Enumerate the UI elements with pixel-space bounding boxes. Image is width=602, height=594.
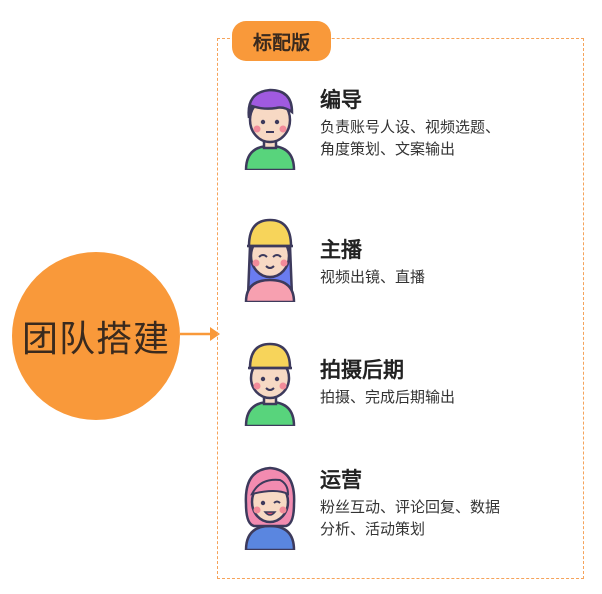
arrow-right-icon: [180, 327, 220, 341]
role-title: 拍摄后期: [320, 358, 404, 382]
role-title: 主播: [320, 238, 362, 262]
role-filming-post: 拍摄后期 拍摄、完成后期输出: [240, 340, 580, 430]
role-title: 编导: [320, 88, 362, 112]
role-title: 运营: [320, 468, 362, 492]
role-desc-line: 视频出镜、直播: [320, 268, 426, 286]
role-desc-line: 负责账号人设、视频选题、: [320, 118, 501, 136]
avatar-purple-hair-icon: [244, 88, 296, 170]
avatar-yellow-cap-icon: [244, 342, 296, 426]
avatar-yellow-helmet-long-hair-icon: [244, 218, 296, 302]
role-director: 编导 负责账号人设、视频选题、 角度策划、文案输出: [240, 84, 580, 174]
avatar-pink-hair-icon: [244, 466, 296, 550]
role-operations: 运营 粉丝互动、评论回复、数据 分析、活动策划: [240, 464, 580, 554]
team-building-circle: 团队搭建: [12, 252, 180, 420]
edition-badge-label: 标配版: [252, 31, 310, 54]
edition-badge: 标配版: [232, 21, 331, 61]
role-desc-line: 分析、活动策划: [320, 520, 426, 538]
roles-frame: [217, 38, 584, 579]
role-desc-line: 角度策划、文案输出: [320, 140, 456, 158]
role-desc-line: 粉丝互动、评论回复、数据: [320, 498, 501, 516]
role-desc-line: 拍摄、完成后期输出: [320, 388, 456, 406]
role-host: 主播 视频出镜、直播: [240, 216, 580, 306]
team-building-label: 团队搭建: [21, 319, 170, 360]
